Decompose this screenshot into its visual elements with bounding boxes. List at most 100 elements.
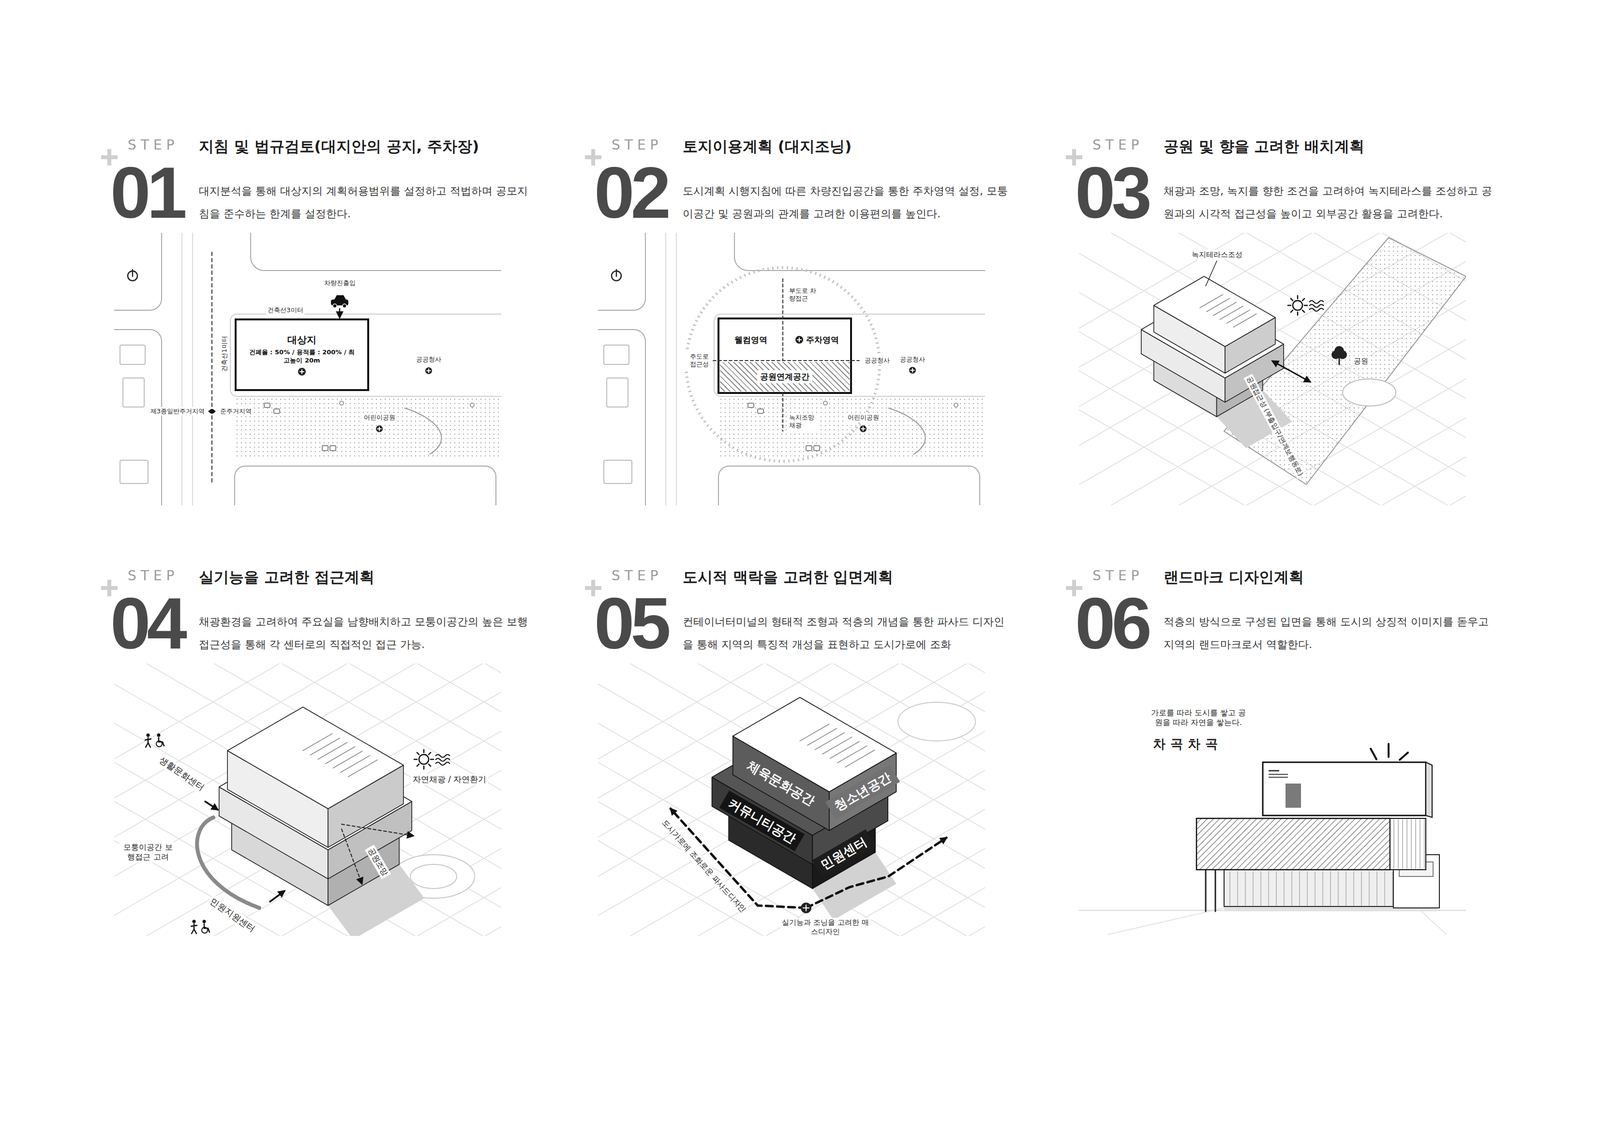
access-arrow (339, 308, 341, 318)
step-title: 실기능을 고려한 접근계획 (198, 566, 375, 588)
sun-icon (1292, 300, 1303, 311)
mullion (1315, 871, 1316, 906)
step-label: STEP (1092, 567, 1144, 584)
node-title: 공원연계공간 (757, 370, 813, 384)
zone-arrow (208, 409, 211, 414)
mullion (1392, 871, 1393, 906)
street-line (1204, 232, 1466, 506)
mullion (1276, 871, 1277, 906)
callout-label: 어린이공원 (846, 413, 881, 422)
road-edge (181, 232, 183, 506)
setback-line (211, 252, 213, 485)
step-label: STEP (1092, 136, 1144, 153)
sun-ray (1302, 298, 1305, 301)
wind-wave (435, 762, 450, 765)
car-wheel (332, 303, 337, 308)
hatched-band (1196, 818, 1391, 870)
mullion (1245, 871, 1246, 906)
bench (329, 445, 336, 451)
step-title: 공원 및 향을 고려한 배치계획 (1163, 135, 1365, 157)
mullion (1307, 871, 1308, 906)
building-footprint (603, 460, 632, 484)
callout-label: 주도로 접근성 (682, 352, 711, 370)
wind-wave (1309, 308, 1324, 312)
emphasis-stroke (1370, 748, 1377, 760)
callout-label: 모퉁이공간 보행접근 고려 (119, 841, 177, 863)
city-block (714, 314, 986, 397)
park-tree (823, 401, 828, 405)
site-outline (718, 318, 852, 393)
mullion (1291, 871, 1293, 906)
mullion (1284, 871, 1285, 906)
view-arrow (341, 828, 362, 884)
street-line (598, 663, 918, 936)
street-line (114, 663, 502, 936)
planter (264, 403, 270, 408)
ground-line (1417, 907, 1447, 935)
zone-divider (713, 359, 860, 361)
plus-symbol (794, 335, 804, 344)
street-line (1136, 232, 1466, 506)
leader-line (1205, 260, 1217, 286)
callout-label: 차곡차곡 (1151, 735, 1225, 753)
bench (806, 445, 812, 451)
ground-line (1107, 907, 1225, 935)
wind-wave (435, 754, 450, 758)
slat (1406, 819, 1408, 869)
step-number: 01 (110, 156, 184, 229)
city-block (114, 232, 162, 311)
illustration-clip (1078, 743, 1466, 935)
step-number: 05 (594, 586, 668, 660)
step-description: 도시계획 시행지침에 따른 차량진입공간을 통한 주차영역 설정, 모퉁이공간 … (682, 179, 1012, 225)
city-block (598, 232, 646, 311)
callout-label: 부도로 차량접근 (787, 286, 820, 304)
slat (1415, 819, 1417, 869)
step-description: 대지분석을 통해 대상지의 계획허용범위를 설정하고 적법하며 공모지침을 준수… (198, 179, 528, 225)
building-footprint (119, 344, 146, 365)
pedestrian-icon (191, 925, 197, 927)
slat (1393, 819, 1395, 869)
view-arrow (341, 823, 414, 836)
sun-ray (1302, 310, 1305, 313)
mullion (1237, 871, 1239, 906)
mullion (1299, 871, 1301, 906)
zone-cell: 웰컴영역 (719, 319, 782, 360)
street-line (1078, 232, 1466, 506)
plus-symbol (859, 425, 867, 433)
plus-symbol-bar (301, 369, 303, 374)
planter (757, 408, 764, 414)
callout-label: 건축선3미터 (266, 305, 305, 315)
mullion (1361, 871, 1362, 906)
callout-label: 공공청사 (898, 355, 927, 364)
node-title: 대상지 (287, 333, 317, 346)
street-line (598, 663, 986, 936)
step-title: 랜드마크 디자인계획 (1163, 566, 1304, 588)
mullion (1253, 871, 1254, 906)
mullion (1322, 871, 1324, 906)
callout-label: 건축선1미터 (220, 334, 229, 373)
illustration (99, 218, 522, 533)
illustration-clip (1078, 232, 1466, 506)
slat (1402, 819, 1404, 869)
emphasis-stroke (1399, 752, 1408, 760)
site-boundary: 대상지건폐율 : 50% / 용적률 : 200% / 최고높이 20m (234, 318, 370, 391)
callout-label: 차량진출입 (322, 278, 358, 288)
roof-louver (830, 741, 860, 759)
entry-arrow (205, 801, 218, 810)
step-title: 도시적 맥락을 고려한 입면계획 (682, 566, 894, 588)
sun-ray (1290, 298, 1293, 301)
wheelchair-icon (201, 927, 208, 933)
sun-ray (423, 765, 425, 769)
sun-ray (1290, 310, 1293, 313)
zone-arrow (213, 409, 216, 414)
roof-louver (822, 736, 853, 754)
plus-symbol-bar (862, 426, 864, 431)
step-description: 컨테이너터미널의 형태적 조형과 적층의 개념을 통한 파사드 디자인을 통해 … (682, 610, 1012, 656)
column (1214, 869, 1217, 912)
window (1285, 783, 1301, 808)
plus-symbol-bar (428, 368, 430, 373)
street-line (1078, 232, 1466, 506)
terrace-louver (1226, 310, 1250, 324)
road-edge (675, 232, 677, 506)
